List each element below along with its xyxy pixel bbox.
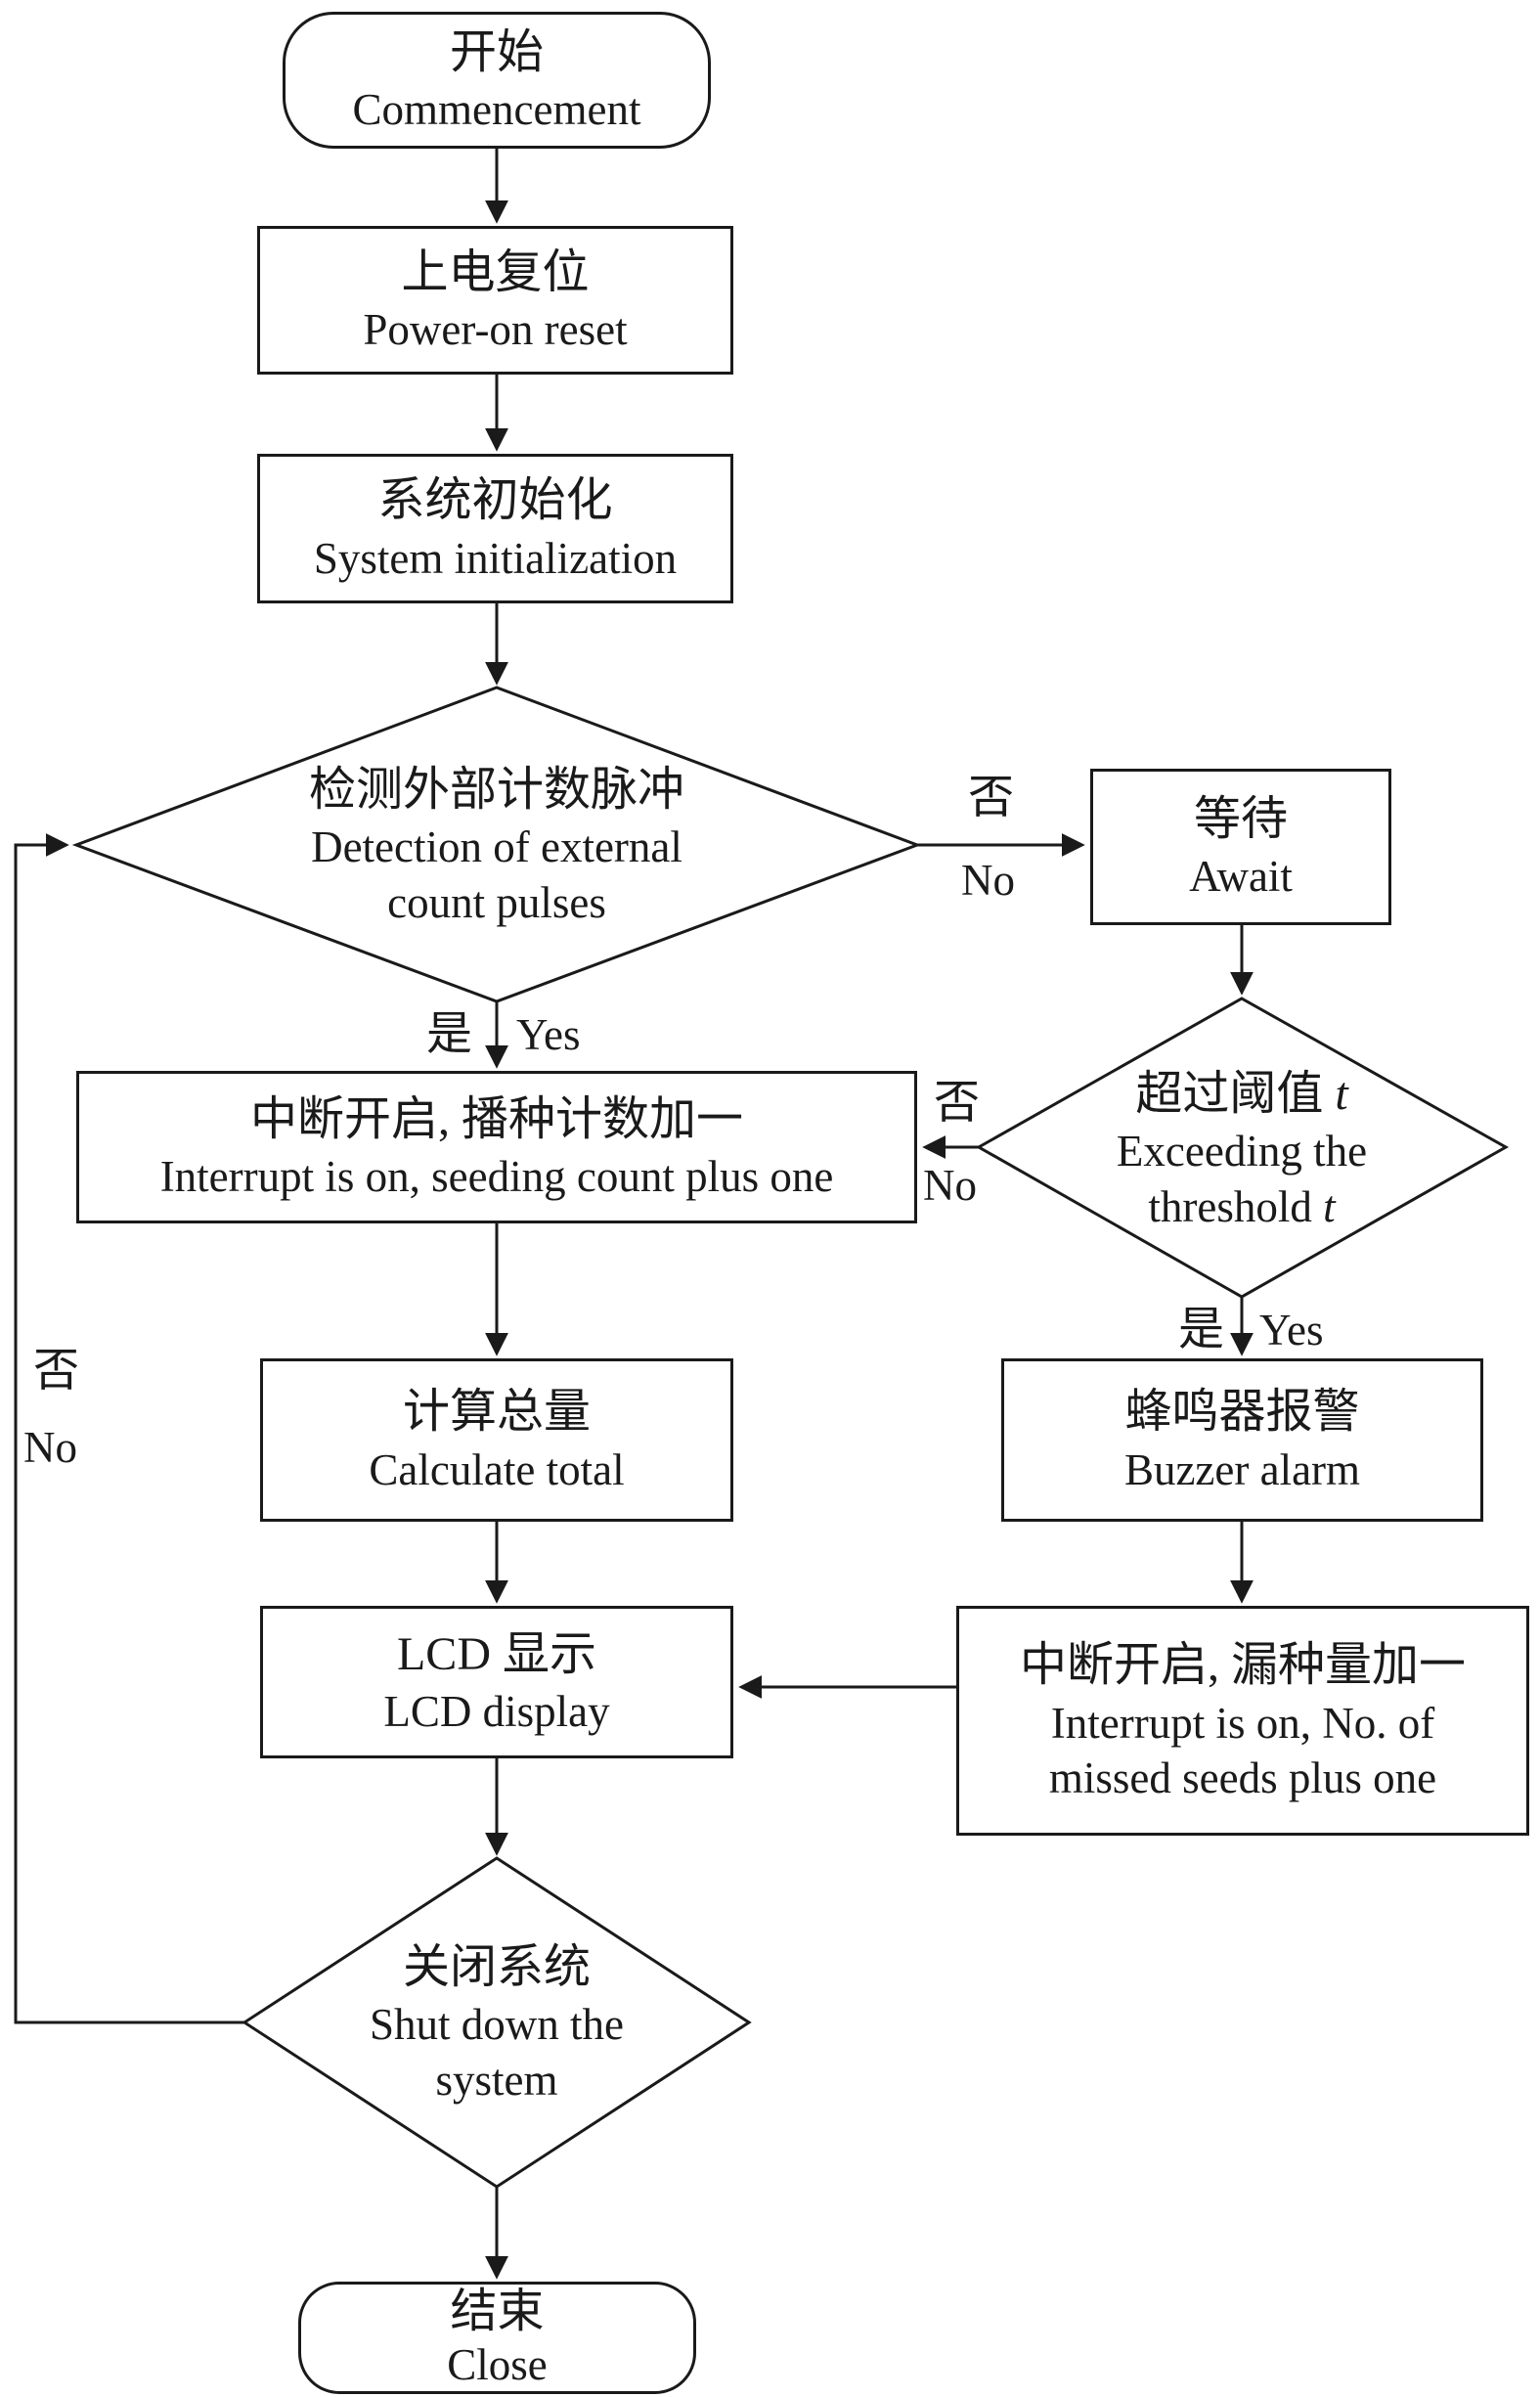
edge-label-no-en-detect: No: [961, 856, 1015, 905]
threshold-label-en1: Exceeding the: [1116, 1127, 1368, 1176]
node-calc-total: 计算总量 Calculate total: [260, 1358, 733, 1522]
edge-label-no-zh-detect: 否: [968, 773, 1014, 823]
node-await: 等待 Await: [1090, 769, 1391, 925]
edge-label-no-en-threshold: No: [923, 1161, 977, 1210]
shutdown-label-zh: 关闭系统: [402, 1940, 591, 1993]
edge-label-no-zh-threshold: 否: [934, 1078, 980, 1129]
loop-shutdown-to-detect: [14, 833, 244, 2024]
missed-seeds-label-en2: missed seeds plus one: [1048, 1753, 1437, 1803]
node-power-on-reset: 上电复位 Power-on reset: [257, 226, 733, 375]
edge-label-no-en-loop: No: [23, 1423, 77, 1472]
threshold-label-zh-text: 超过阈值: [1135, 1067, 1336, 1120]
decision-detect-pulses-shape: [71, 686, 922, 1003]
detect-pulses-label-en1: Detection of external: [311, 822, 682, 872]
detect-pulses-label-zh: 检测外部计数脉冲: [308, 763, 684, 816]
decision-detect-pulses-label: 检测外部计数脉冲 Detection of external count pul…: [154, 722, 839, 968]
start-label-en: Commencement: [352, 85, 641, 135]
decision-shutdown-shape: [242, 1856, 752, 2189]
decision-threshold-shape: [975, 997, 1510, 1299]
node-interrupt-seed: 中断开启, 播种计数加一 Interrupt is on, seeding co…: [76, 1071, 917, 1223]
await-label-en: Await: [1189, 852, 1293, 902]
lcd-display-label-zh: LCD 显示: [396, 1627, 596, 1680]
await-label-zh: 等待: [1193, 792, 1288, 845]
missed-seeds-label-en1: Interrupt is on, No. of: [1050, 1698, 1435, 1748]
close-label-en: Close: [447, 2340, 548, 2390]
decision-threshold-label: 超过阈值 t Exceeding the threshold t: [1012, 1030, 1472, 1268]
decision-shutdown-label: 关闭系统 Shut down the system: [277, 1905, 717, 2140]
buzzer-label-en: Buzzer alarm: [1123, 1444, 1361, 1494]
threshold-label-en2: threshold t: [1148, 1179, 1335, 1235]
edge-label-yes-en-threshold: Yes: [1259, 1306, 1324, 1354]
detect-pulses-label-en2: count pulses: [387, 877, 606, 927]
node-close: 结束 Close: [298, 2282, 696, 2394]
power-on-reset-label-en: Power-on reset: [363, 305, 628, 355]
system-init-label-en: System initialization: [313, 533, 678, 583]
missed-seeds-label-zh: 中断开启, 漏种量加一: [1019, 1639, 1466, 1692]
edge-label-no-zh-loop: 否: [33, 1346, 79, 1397]
buzzer-label-zh: 蜂鸣器报警: [1124, 1386, 1360, 1439]
threshold-t-italic-en: t: [1323, 1181, 1336, 1231]
edge-label-yes-en-detect: Yes: [516, 1010, 581, 1059]
close-label-zh: 结束: [450, 2285, 545, 2337]
node-lcd-display: LCD 显示 LCD display: [260, 1606, 733, 1758]
node-system-init: 系统初始化 System initialization: [257, 454, 733, 603]
node-missed-seeds: 中断开启, 漏种量加一 Interrupt is on, No. of miss…: [956, 1606, 1529, 1836]
lcd-display-label-en: LCD display: [383, 1687, 610, 1737]
threshold-label-zh: 超过阈值 t: [1135, 1064, 1347, 1124]
edge-label-yes-zh-threshold: 是: [1178, 1305, 1224, 1355]
calc-total-label-zh: 计算总量: [402, 1386, 591, 1439]
system-init-label-zh: 系统初始化: [377, 474, 613, 527]
start-label-zh: 开始: [449, 25, 544, 78]
interrupt-seed-label-en: Interrupt is on, seeding count plus one: [159, 1152, 834, 1202]
calc-total-label-en: Calculate total: [369, 1444, 625, 1494]
threshold-label-en2-text: threshold: [1148, 1181, 1324, 1231]
interrupt-seed-label-zh: 中断开启, 播种计数加一: [249, 1092, 743, 1145]
node-buzzer: 蜂鸣器报警 Buzzer alarm: [1001, 1358, 1483, 1522]
threshold-t-italic: t: [1335, 1067, 1348, 1120]
shutdown-label-en1: Shut down the: [369, 2000, 624, 2050]
power-on-reset-label-zh: 上电复位: [401, 245, 590, 298]
shutdown-label-en2: system: [435, 2055, 558, 2105]
edge-label-yes-zh-detect: 是: [426, 1009, 472, 1060]
node-start: 开始 Commencement: [283, 12, 711, 149]
